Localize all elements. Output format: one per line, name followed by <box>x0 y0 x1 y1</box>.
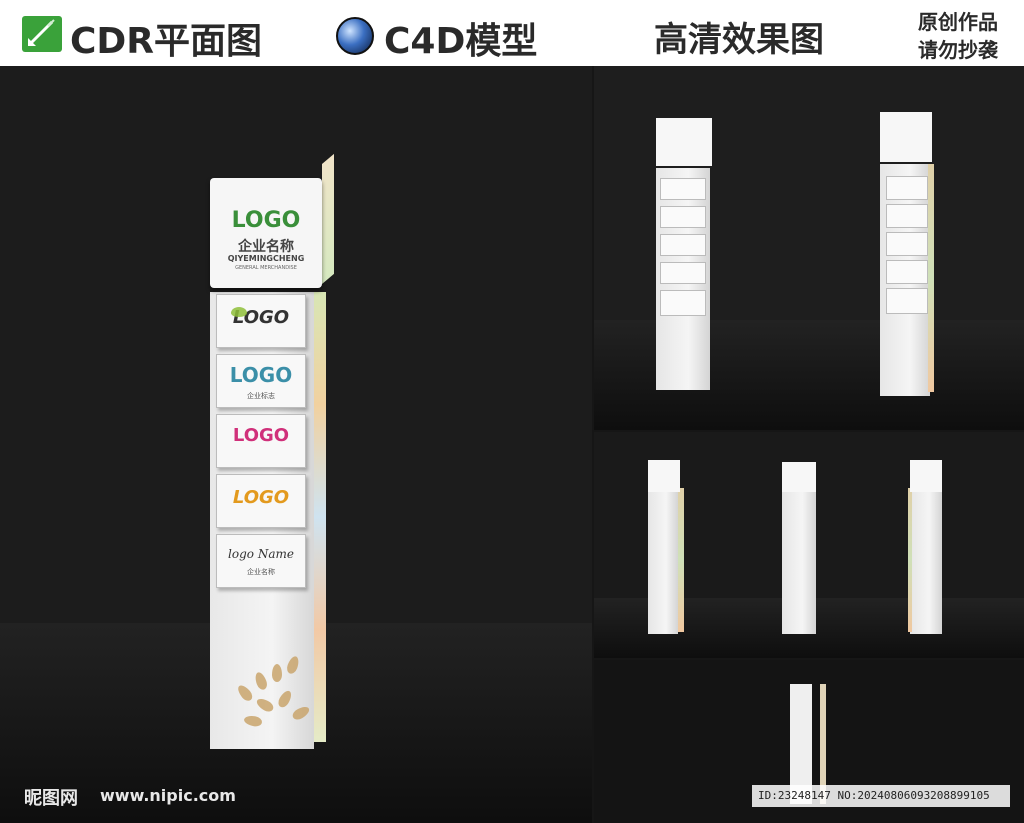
top-sub: GENERAL MERCHANDISE <box>235 265 297 271</box>
header-bar: CDR平面图 C4D模型 高清效果图 原创作品 请勿抄袭 <box>0 0 1024 66</box>
panel-2-logo: LOGO <box>229 363 293 387</box>
mini-pylon <box>880 112 936 396</box>
panel-3-logo: LOGO <box>232 425 290 446</box>
pylon-side-edge <box>314 292 326 742</box>
panel-1-logo: LOGO <box>232 307 290 328</box>
panel-5-caption: 企业名称 <box>247 568 275 576</box>
top-logo: LOGO <box>231 208 301 233</box>
watermark-cn: 昵图网 <box>24 788 78 809</box>
render-label: 高清效果图 <box>654 20 824 60</box>
sign-panel-5: logo Name 企业名称 <box>216 534 306 588</box>
mini-pylon <box>782 462 818 634</box>
top-company: 企业名称 <box>238 239 294 255</box>
coreldraw-icon <box>22 16 62 52</box>
sign-panel-2: LOGO 企业标志 <box>216 354 306 408</box>
sign-panel-4: LOGO <box>216 474 306 528</box>
notice-line1: 原创作品 <box>918 10 998 34</box>
cdr-label: CDR平面图 <box>70 21 263 62</box>
leaf-decoration <box>272 664 282 682</box>
notice-line2: 请勿抄袭 <box>918 38 998 62</box>
cinema4d-icon <box>336 17 374 55</box>
mini-pylon <box>656 118 712 390</box>
render-trio-middle-right <box>594 432 1024 658</box>
sign-panel-1: LOGO <box>216 294 306 348</box>
pylon-top-side <box>322 153 334 284</box>
sign-panel-3: LOGO <box>216 414 306 468</box>
main-signage-pylon: LOGO 企业名称 QIYEMINGCHENG GENERAL MERCHAND… <box>210 153 334 749</box>
watermark-url: www.nipic.com <box>100 786 236 805</box>
leaf-icon <box>231 307 247 317</box>
panel-2-caption: 企业标志 <box>247 392 275 400</box>
panel-5-logo: logo Name <box>228 547 294 561</box>
blueprint-side-view <box>820 684 828 804</box>
pylon-top-cap: LOGO 企业名称 QIYEMINGCHENG GENERAL MERCHAND… <box>210 178 322 288</box>
mini-pylon <box>648 458 684 634</box>
panel-4-logo: LOGO <box>232 487 290 508</box>
blueprint-front-view <box>790 684 814 804</box>
render-pair-top-right <box>594 66 1024 430</box>
image-id-bar: ID:23248147 NO:20240806093208899105 <box>752 785 1010 807</box>
c4d-label: C4D模型 <box>384 21 538 62</box>
top-pinyin: QIYEMINGCHENG <box>227 254 305 263</box>
mini-pylon <box>908 458 944 634</box>
